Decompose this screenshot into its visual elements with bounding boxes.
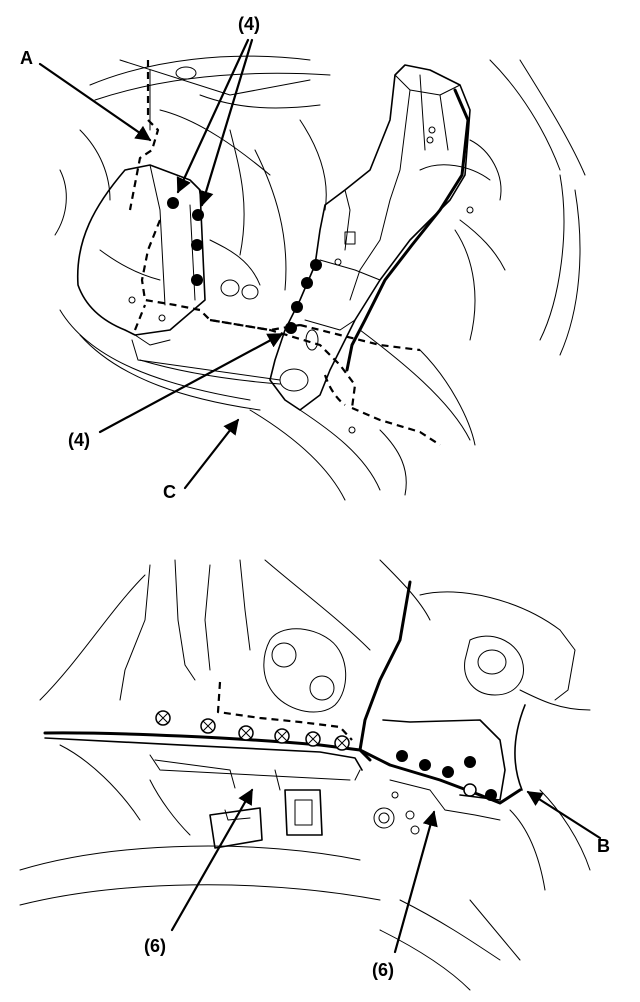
callout-bottom-right-weld-group: (6) — [372, 960, 394, 980]
weld-point — [192, 209, 204, 221]
leader-arrow-top-2 — [198, 38, 254, 207]
weld-point — [291, 301, 303, 313]
spot-weld — [155, 710, 171, 726]
upper-background-contours — [54, 55, 586, 501]
weld-point — [419, 759, 431, 771]
callout-bottom-left-weld-group: (6) — [144, 936, 166, 956]
lower-right-panel-outline — [358, 580, 412, 762]
lower-dashed-cut-line — [216, 681, 353, 741]
spot-hole — [463, 783, 477, 797]
weld-point — [464, 756, 476, 768]
weld-point — [191, 239, 203, 251]
weld-point — [191, 274, 203, 286]
weld-point — [310, 259, 322, 271]
leader-arrow-b — [526, 790, 602, 840]
lower-spot-welds — [155, 710, 350, 751]
weld-point — [285, 322, 297, 334]
weld-point — [396, 750, 408, 762]
weld-point — [167, 197, 179, 209]
callout-left-weld-group: (4) — [68, 430, 90, 450]
right-pillar-panel — [269, 64, 471, 411]
leader-arrow-bottom-right-6 — [393, 810, 438, 954]
upper-cut-line-bold — [345, 88, 470, 372]
leader-arrow-top-1 — [176, 38, 250, 194]
lower-leader-lines — [170, 788, 602, 954]
leader-arrow-c — [183, 418, 240, 490]
spot-weld — [305, 731, 321, 747]
lower-main-seam — [43, 731, 522, 805]
upper-view: (4) A (4) C — [20, 14, 586, 502]
upper-dashed-cut-lines — [128, 60, 441, 446]
spot-weld — [334, 735, 350, 751]
callout-top-weld-group: (4) — [238, 14, 260, 34]
leader-arrow-bottom-left-6 — [170, 788, 254, 932]
spot-weld — [238, 725, 254, 741]
label-c: C — [163, 482, 176, 502]
weld-point — [442, 766, 454, 778]
upper-weld-points — [167, 197, 322, 334]
spot-weld — [200, 718, 216, 734]
left-bracket-panel — [76, 164, 281, 385]
leader-arrow-a — [38, 62, 152, 142]
label-b: B — [597, 836, 610, 856]
lower-weld-points — [396, 750, 497, 801]
upper-leader-lines — [38, 38, 284, 490]
lower-view: (6) (6) B — [19, 559, 610, 991]
leader-arrow-left-4 — [98, 332, 284, 434]
lower-bracket-hardware — [149, 754, 361, 849]
label-a: A — [20, 48, 33, 68]
weld-point — [301, 277, 313, 289]
weld-point — [485, 789, 497, 801]
spot-weld — [274, 728, 290, 744]
